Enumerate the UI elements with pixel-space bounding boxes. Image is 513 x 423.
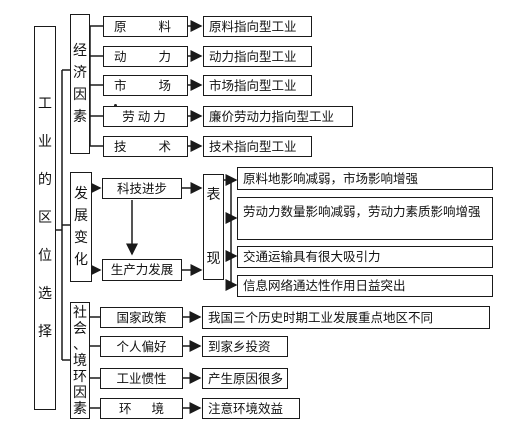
- factor-technology: 技 术: [103, 136, 188, 157]
- group-economic: 经 济 因 素: [70, 14, 90, 154]
- root-box: 工 业 的 区 位 选 择: [34, 26, 56, 410]
- factor-policy: 国家政策: [100, 307, 183, 328]
- group-char: 因: [73, 87, 87, 103]
- result-labor: 廉价劳动力指向型工业: [203, 106, 353, 127]
- tech-progress-box: 科技进步: [102, 178, 182, 199]
- dev-result-4: 信息网络通达性作用日益突出: [237, 275, 493, 297]
- result-preference: 到家乡投资: [202, 336, 288, 357]
- manifest-char: 现: [206, 251, 221, 267]
- factor-inertia: 工业惯性: [100, 368, 183, 389]
- result-policy: 我国三个历史时期工业发展重点地区不同: [202, 306, 490, 329]
- root-char: 业: [38, 134, 52, 150]
- root-char: 择: [38, 324, 52, 340]
- group-char: 会: [73, 320, 87, 337]
- group-char: 发: [74, 186, 88, 202]
- dev-result-3: 交通运输具有很大吸引力: [237, 246, 493, 268]
- dev-result-2: 劳动力数量影响减弱，劳动力素质影响增强: [237, 197, 493, 240]
- group-char: 变: [74, 230, 88, 246]
- factor-preference: 个人偏好: [100, 336, 183, 357]
- group-development: 发 展 变 化: [70, 172, 92, 282]
- factor-labor: 劳动力: [103, 106, 188, 127]
- root-char: 选: [38, 286, 52, 302]
- group-char: 经: [73, 43, 87, 59]
- stray-mark: [114, 104, 117, 107]
- factor-raw-material: 原 料: [103, 16, 188, 37]
- group-char: 素: [73, 109, 87, 125]
- group-char: 、: [73, 336, 87, 353]
- root-char: 的: [38, 172, 52, 188]
- group-char: 环: [73, 368, 87, 385]
- result-technology: 技术指向型工业: [203, 136, 312, 157]
- result-inertia: 产生原因很多: [202, 368, 288, 389]
- group-char: 因: [73, 384, 87, 401]
- group-char: 素: [73, 400, 87, 417]
- group-char: 济: [73, 65, 87, 81]
- factor-environment: 环 境: [100, 398, 183, 419]
- manifest-box: 表 现: [203, 174, 224, 280]
- factor-market: 市 场: [103, 75, 188, 96]
- result-power: 动力指向型工业: [203, 46, 312, 67]
- group-char: 化: [74, 252, 88, 268]
- root-char: 位: [38, 248, 52, 264]
- factor-power: 动 力: [103, 46, 188, 67]
- root-char: 区: [38, 210, 52, 226]
- manifest-char: 表: [206, 187, 221, 203]
- group-char: 展: [74, 208, 88, 224]
- group-char: 社: [73, 304, 87, 321]
- group-char: 境: [73, 352, 87, 369]
- group-social: 社 会 、 境 环 因 素: [70, 302, 90, 419]
- root-char: 工: [38, 96, 52, 112]
- productivity-box: 生产力发展: [102, 259, 182, 281]
- result-market: 市场指向型工业: [203, 75, 312, 96]
- result-environment: 注意环境效益: [202, 398, 300, 419]
- dev-result-1: 原料地影响减弱，市场影响增强: [237, 167, 493, 190]
- result-raw-material: 原料指向型工业: [203, 16, 312, 37]
